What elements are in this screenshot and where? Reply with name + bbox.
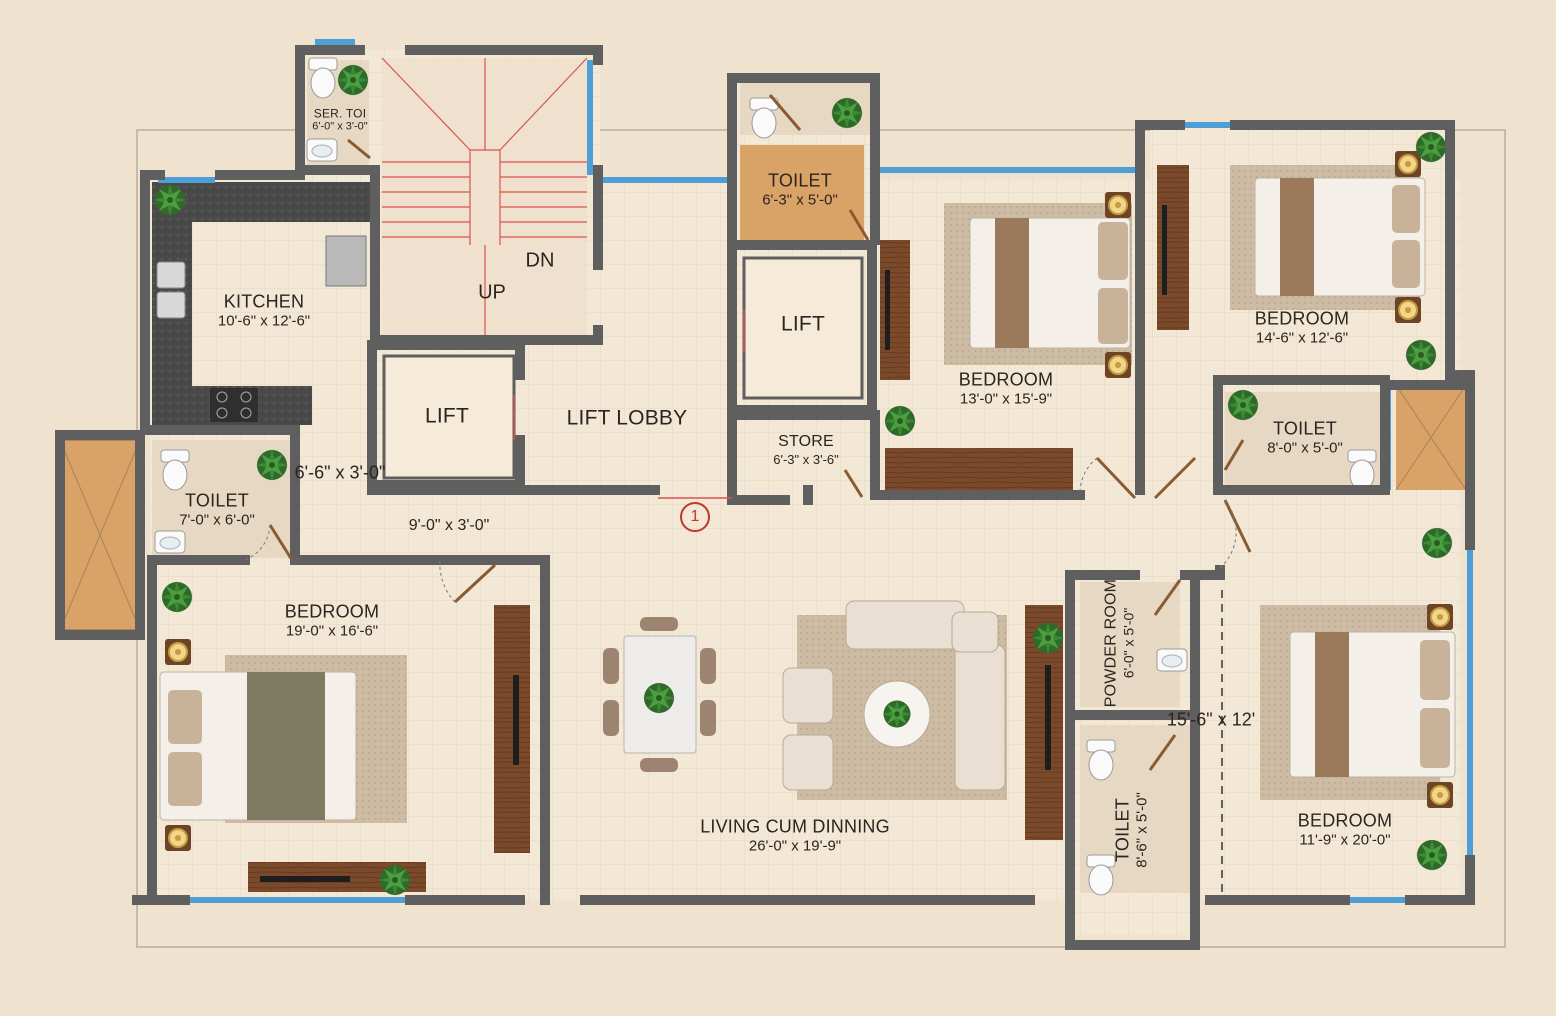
living-name: LIVING CUM DINNING — [700, 816, 890, 837]
lift-lobby-name: LIFT LOBBY — [566, 406, 688, 430]
toilet-right-name: TOILET — [1273, 418, 1337, 439]
toilet-left-name: TOILET — [185, 490, 249, 511]
toilet-top-name: TOILET — [768, 170, 832, 191]
powder-room-label: POWDER ROOM 6'-0" x 5'-0" — [1102, 578, 1137, 708]
bedroom-left-name: BEDROOM — [284, 601, 380, 622]
store-label: STORE 6'-3" x 3'-6" — [773, 433, 839, 467]
living-dim: 26'-0" x 19'-9" — [748, 837, 842, 855]
passage-horizontal-dim: 9'-0" x 3'-0" — [408, 517, 490, 534]
living-furniture — [603, 600, 1006, 791]
bed-left — [159, 638, 357, 852]
bedroom-center-name: BEDROOM — [958, 369, 1054, 390]
door-arcs — [244, 457, 1237, 603]
lift-lobby-label: LIFT LOBBY — [567, 407, 688, 432]
bedroom-top-right-label: BEDROOM 14'-6" x 12'-6" — [1255, 309, 1349, 348]
lift-right-label: LIFT — [781, 313, 825, 338]
bedroom-bottom-right-label: BEDROOM 11'-9" x 20'-0" — [1298, 811, 1392, 850]
lift-left-name: LIFT — [425, 404, 469, 428]
store-dim: 6'-3" x 3'-6" — [773, 451, 839, 467]
section-marker-circle — [680, 502, 710, 532]
door-swings — [268, 94, 1252, 771]
kitchen-name: KITCHEN — [223, 291, 305, 312]
passage-vertical-dim: 6'-6" x 3'-0" — [294, 462, 386, 483]
bedroom-left-label: BEDROOM 19'-0" x 16'-6" — [285, 602, 379, 641]
bed-top-right — [1254, 150, 1426, 324]
walls — [55, 45, 1475, 950]
powder-room-name: POWDER ROOM — [1102, 578, 1120, 708]
bed-bottom-right — [1289, 603, 1456, 809]
toilet-right-label: TOILET 8'-0" x 5'-0" — [1267, 419, 1343, 458]
stair-down-label: DN — [525, 249, 555, 272]
toilet-bottom-name: TOILET — [1112, 798, 1133, 862]
bedroom-center-label: BEDROOM 13'-0" x 15'-9" — [959, 370, 1053, 409]
ser-toilet-dim: 6'-0" x 3'-0" — [312, 120, 368, 133]
bedroom-center-dim: 13'-0" x 15'-9" — [959, 390, 1053, 408]
toilet-right-dim: 8'-0" x 5'-0" — [1267, 439, 1343, 457]
lift-right-name: LIFT — [781, 312, 825, 336]
bedroom-left-dim: 19'-0" x 16'-6" — [285, 622, 379, 640]
bedroom-bottom-right-dim: 11'-9" x 20'-0" — [1299, 831, 1391, 849]
store-name: STORE — [778, 432, 834, 450]
stair-up-label: UP — [478, 281, 506, 304]
toilet-bottom-label: TOILET 8'-6" x 5'-0" — [1113, 792, 1152, 868]
bed-center — [969, 191, 1132, 379]
kitchen-dim: 10'-6" x 12'-6" — [217, 312, 311, 330]
bedroom-top-right-dim: 14'-6" x 12'-6" — [1255, 329, 1349, 347]
bedroom-top-right-name: BEDROOM — [1254, 308, 1350, 329]
bedroom-bottom-right-name: BEDROOM — [1297, 810, 1393, 831]
kitchen-label: KITCHEN 10'-6" x 12'-6" — [218, 292, 310, 331]
toilet-left-dim: 7'-0" x 6'-0" — [179, 511, 255, 529]
toilet-top-label: TOILET 6'-3" x 5'-0" — [762, 171, 838, 210]
toilet-top-dim: 6'-3" x 5'-0" — [762, 191, 838, 209]
beds — [159, 150, 1456, 852]
lift-left-label: LIFT — [425, 405, 469, 430]
toilet-bottom-dim: 8'-6" x 5'-0" — [1133, 792, 1151, 868]
lifts — [382, 256, 864, 480]
ser-toilet-name: SER. TOI — [313, 106, 367, 121]
toilet-left-label: TOILET 7'-0" x 6'-0" — [179, 491, 255, 530]
passage-right-dim: 15'-6" x 12' — [1166, 709, 1256, 730]
staircase — [381, 57, 588, 338]
section-marker-number: 1 — [690, 508, 700, 525]
powder-room-dim: 6'-0" x 5'-0" — [1120, 607, 1137, 679]
wood-furniture — [248, 165, 1189, 892]
living-label: LIVING CUM DINNING 26'-0" x 19'-9" — [700, 817, 890, 856]
section-line — [658, 497, 1223, 895]
ser-toilet-label: SER. TOI 6'-0" x 3'-0" — [312, 106, 367, 133]
